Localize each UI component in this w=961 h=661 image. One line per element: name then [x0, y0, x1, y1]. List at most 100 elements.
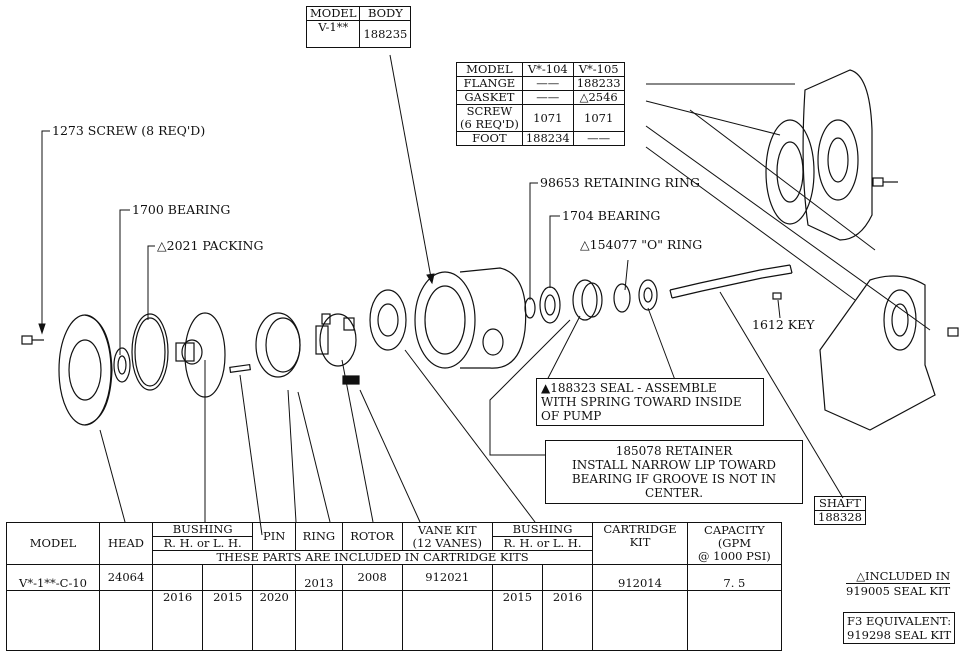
cell: ——: [521, 76, 574, 91]
seal-note-line3: OF PUMP: [541, 409, 602, 423]
capacity-line3: @ 1000 PSI): [698, 549, 771, 563]
cell-bushing2-rh: 2015: [491, 590, 543, 651]
seal-note-line2: WITH SPRING TOWARD INSIDE: [541, 395, 742, 409]
part-packing-2021: [131, 313, 169, 391]
header-rh-lh: R. H. or L. H.: [151, 536, 254, 551]
part-ring: [255, 312, 301, 378]
cell-model: V*-1**-C-10: [6, 564, 100, 591]
callout-screw: 1273 SCREW (8 REQ'D): [52, 123, 206, 138]
retainer-note-box: 185078 RETAINER INSTALL NARROW LIP TOWAR…: [545, 440, 803, 504]
capacity-line2: (GPM: [717, 536, 751, 550]
cell: ——: [572, 131, 625, 146]
shaft-box: SHAFT 188328: [814, 496, 866, 525]
part-gasket: [765, 119, 815, 225]
cell-bushing-rh: 2016: [151, 590, 204, 651]
part-shaft: [669, 264, 793, 299]
callout-retaining-ring: 98653 RETAINING RING: [540, 175, 700, 190]
retainer-note-line2: INSTALL NARROW LIP TOWARD: [572, 458, 776, 472]
part-head: [58, 314, 113, 426]
screw-label-line2: (6 REQ'D): [460, 117, 519, 131]
retainer-note-line4: CENTER.: [644, 486, 704, 500]
flange-table: MODEL V*-104 V*-105 FLANGE —— 188233 GAS…: [456, 62, 625, 146]
part-bearing-1704: [539, 286, 561, 324]
part-rotor: [315, 313, 357, 367]
part-vane: [342, 375, 360, 385]
part-seal: [572, 279, 603, 321]
part-flange: [802, 69, 873, 241]
callout-key: 1612 KEY: [752, 317, 815, 332]
part-key: [772, 292, 782, 300]
seal-note-box: ▲188323 SEAL - ASSEMBLE WITH SPRING TOWA…: [536, 378, 764, 426]
shaft-label: SHAFT: [814, 496, 866, 511]
cartridge-line1: CARTRIDGE: [603, 522, 677, 536]
f3-line1: F3 EQUIVALENT:: [847, 614, 952, 628]
f3-line2: 919298 SEAL KIT: [847, 628, 952, 642]
cell-ring: 2013: [295, 564, 343, 591]
part-body: [414, 267, 527, 369]
cell: ——: [521, 90, 574, 105]
row-screw-label: SCREW (6 REQ'D): [456, 104, 523, 132]
retainer-note-line1: 185078 RETAINER: [615, 444, 733, 458]
shaft-part: 188328: [814, 510, 866, 525]
f3-equivalent-note: F3 EQUIVALENT: 919298 SEAL KIT: [843, 612, 956, 644]
vane-kit-line1: VANE KIT: [417, 522, 477, 537]
row-flange-label: FLANGE: [456, 76, 523, 91]
callout-o-ring: △154077 "O" RING: [580, 237, 703, 252]
included-line2: 919005 SEAL KIT: [846, 583, 951, 598]
cell-bushing2-lh: 2016: [541, 590, 594, 651]
included-seal-kit-note: △INCLUDED IN 919005 SEAL KIT: [843, 568, 954, 599]
part-bushing-1: [175, 312, 226, 398]
header-capacity: CAPACITY (GPM @ 1000 PSI): [686, 522, 783, 565]
header-model: MODEL: [6, 522, 100, 565]
callout-packing: △2021 PACKING: [157, 238, 264, 253]
cell-capacity: 7. 5: [686, 564, 783, 591]
cell: 1071: [521, 104, 574, 132]
cell-model: V-1**: [305, 20, 361, 48]
header-head: HEAD: [99, 522, 153, 565]
retainer-note-line3: BEARING IF GROOVE IS NOT IN: [571, 472, 777, 486]
callout-bearing-1700: 1700 BEARING: [132, 202, 231, 217]
included-line1: △INCLUDED IN: [856, 569, 951, 583]
header-ring: RING: [295, 522, 343, 551]
part-retaining-ring: [524, 297, 536, 319]
cell-cartridge-kit: 912014: [592, 564, 688, 591]
part-retainer: [638, 279, 658, 311]
leader-lines: [38, 54, 931, 536]
cell-vane-kit: 912021: [401, 564, 493, 591]
part-o-ring: [613, 283, 631, 313]
header-model: MODEL: [305, 6, 361, 21]
header-v105: V*-105: [572, 62, 625, 77]
cell: 188233: [572, 76, 625, 91]
part-screw-1071: [872, 177, 898, 187]
header-body: BODY: [359, 6, 412, 21]
cartridge-line2: KIT: [629, 535, 651, 549]
header-rh-lh-2: R. H. or L. H.: [491, 536, 594, 551]
part-bearing-1700: [113, 347, 131, 383]
header-v104: V*-104: [521, 62, 574, 77]
seal-note-line1: ▲188323 SEAL - ASSEMBLE: [541, 381, 717, 395]
model-body-table: MODEL BODY V-1** 188235: [305, 6, 412, 48]
header-model: MODEL: [456, 62, 523, 77]
callout-bearing-1704: 1704 BEARING: [562, 208, 661, 223]
cell: △2546: [572, 90, 625, 105]
cell: 1071: [572, 104, 625, 132]
vane-kit-line2: (12 VANES): [412, 535, 482, 550]
row-gasket-label: GASKET: [456, 90, 523, 105]
header-bushing-2: BUSHING: [491, 522, 594, 537]
cell-rotor: 2008: [341, 564, 403, 591]
header-vane-kit: VANE KIT (12 VANES): [401, 522, 493, 551]
cell-pin: 2020: [252, 590, 297, 651]
screw-label-line1: SCREW: [466, 104, 513, 118]
part-screw-1273: [21, 335, 44, 345]
parts-table: MODEL HEAD BUSHING PIN RING ROTOR VANE K…: [6, 522, 783, 651]
cell: 188234: [521, 131, 574, 146]
capacity-line1: CAPACITY: [704, 523, 765, 537]
part-bushing-2: [369, 289, 407, 351]
header-rotor: ROTOR: [341, 522, 403, 551]
header-pin: PIN: [252, 522, 297, 551]
part-foot: [819, 275, 936, 431]
header-bushing: BUSHING: [151, 522, 254, 537]
part-foot-screw: [947, 327, 959, 337]
